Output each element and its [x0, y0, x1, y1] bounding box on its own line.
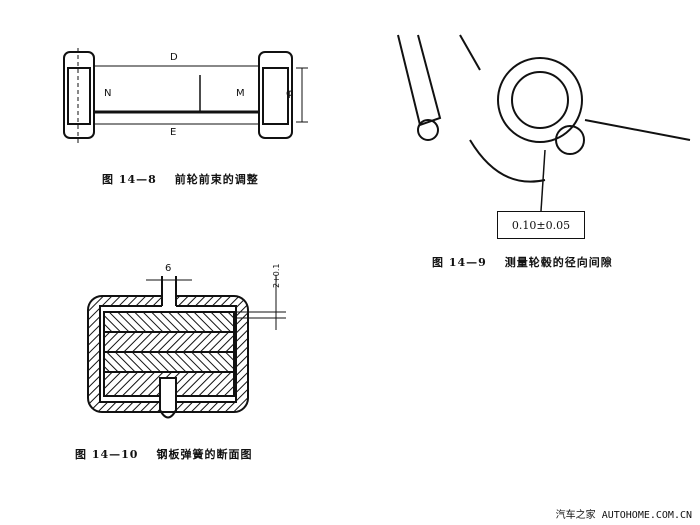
dim-width: 6	[165, 263, 172, 274]
hub-measurement-diagram	[397, 34, 691, 212]
label-d: D	[170, 52, 178, 63]
fig10-number: 图 14—10	[75, 448, 139, 461]
fig8-number: 图 14—8	[102, 173, 157, 186]
watermark: 汽车之家 AUTOHOME.COM.CN	[555, 510, 692, 521]
tolerance-value: 0.10±0.05	[511, 218, 571, 232]
fig9-number: 图 14—9	[432, 256, 487, 269]
fig9-title: 测量轮毂的径向间隙	[504, 256, 613, 269]
fig8-caption: 图 14—8 前轮前束的调整	[102, 171, 259, 187]
label-phi: φ	[286, 88, 293, 99]
leaf-spring-section	[87, 275, 286, 419]
fig8-title: 前轮前束的调整	[174, 173, 259, 186]
label-m: M	[236, 88, 245, 99]
fig10-caption: 图 14—10 钢板弹簧的断面图	[75, 446, 252, 462]
tolerance-box: 0.10±0.05	[497, 211, 585, 239]
front-axle-diagram	[63, 48, 308, 145]
dim-gap: 2+0.1	[272, 263, 281, 288]
fig9-caption: 图 14—9 测量轮毂的径向间隙	[432, 254, 613, 270]
label-e: E	[170, 127, 177, 138]
fig10-title: 钢板弹簧的断面图	[156, 448, 253, 461]
label-n: N	[104, 88, 112, 99]
